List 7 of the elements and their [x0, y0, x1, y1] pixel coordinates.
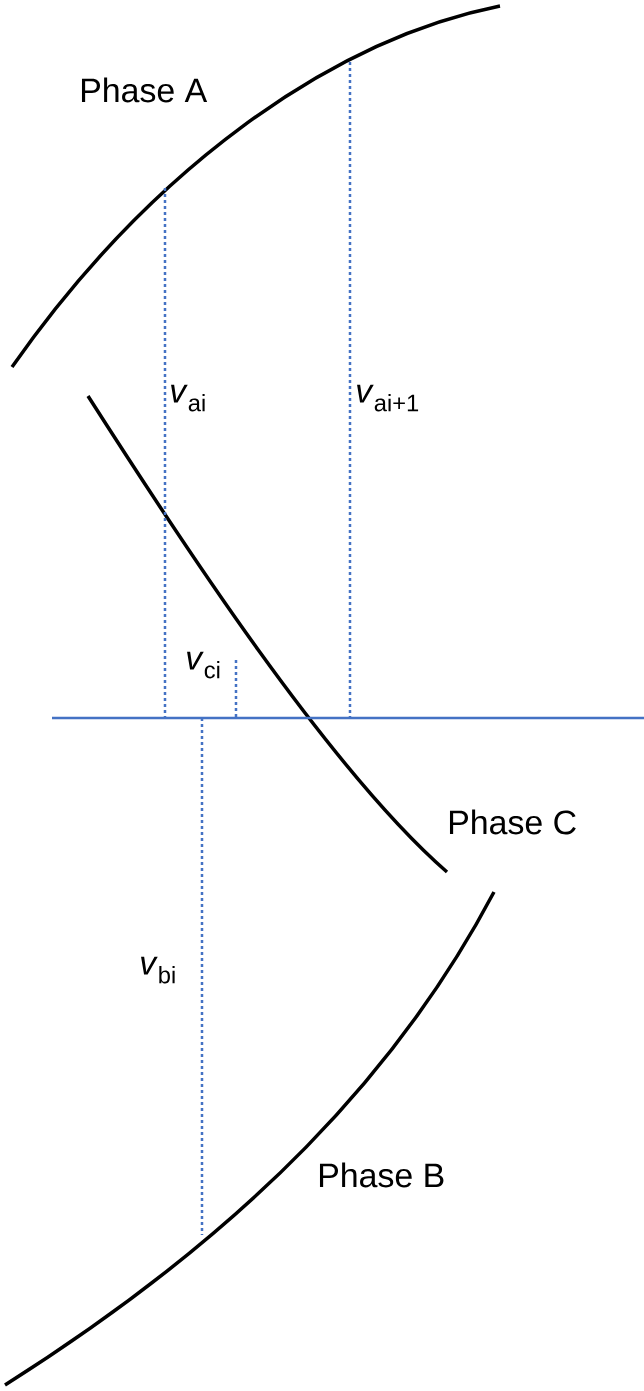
voltage-label: v$_{ci}$ — [187, 651, 220, 679]
voltage-label: v$_{ai}$ — [171, 384, 205, 412]
voltage-label: v$_{bi}$ — [141, 956, 175, 984]
curve-label: Phase C — [450, 809, 576, 835]
curve-label: Phase B — [320, 1162, 444, 1188]
voltage-label: v$_{ai+1}$ — [357, 384, 419, 412]
curve-label: Phase A — [82, 77, 208, 103]
